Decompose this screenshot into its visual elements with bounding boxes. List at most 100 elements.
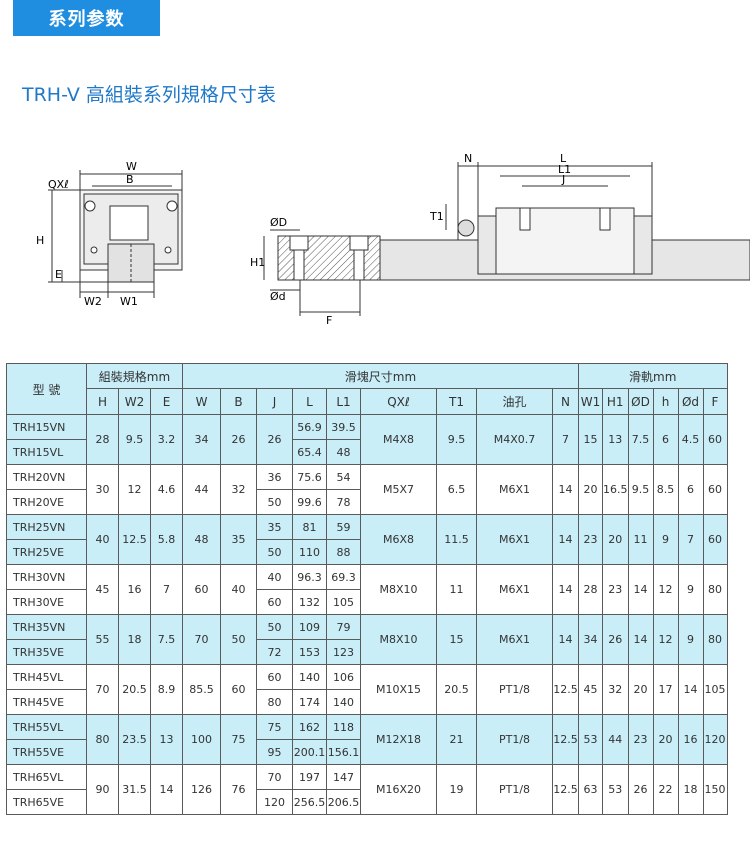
table-cell: 8.9 — [150, 664, 183, 715]
table-cell: 80 — [702, 614, 728, 665]
column-header: W1 — [578, 388, 603, 415]
table-cell: M6X1 — [476, 564, 553, 615]
table-cell: 78 — [326, 489, 361, 515]
dim-f-label: F — [326, 314, 332, 327]
table-cell: 53 — [602, 764, 629, 815]
table-cell: 14 — [552, 514, 579, 565]
table-cell: 40 — [220, 564, 257, 615]
column-header: L1 — [326, 388, 361, 415]
table-cell: 21 — [436, 714, 477, 765]
column-header: h — [652, 388, 679, 415]
model-cell: TRH35VN — [6, 614, 87, 640]
table-cell: 9 — [652, 514, 679, 565]
dim-e-label: E — [55, 268, 62, 281]
model-cell: TRH20VE — [6, 489, 87, 515]
table-cell: 60 — [256, 589, 293, 615]
table-cell: 69.3 — [326, 564, 361, 590]
table-cell: 26 — [220, 414, 257, 465]
table-cell: M6X1 — [476, 614, 553, 665]
table-cell: 72 — [256, 639, 293, 665]
table-cell: 79 — [326, 614, 361, 640]
header-block-group: 滑塊尺寸mm — [182, 363, 579, 389]
table-cell: 11 — [436, 564, 477, 615]
table-cell: 60 — [256, 664, 293, 690]
table-cell: 18 — [677, 764, 704, 815]
dim-h-label: H — [36, 234, 44, 247]
header-model: 型 號 — [6, 363, 87, 415]
table-cell: PT1/8 — [476, 764, 553, 815]
table-cell: 7.5 — [627, 414, 654, 465]
table-cell: 80 — [86, 714, 119, 765]
table-cell: 14 — [677, 664, 704, 715]
table-cell: 31.5 — [118, 764, 151, 815]
table-cell: 56.9 — [292, 414, 327, 440]
table-cell: 26 — [627, 764, 654, 815]
table-cell: 14 — [627, 564, 654, 615]
table-cell: M6X1 — [476, 464, 553, 515]
table-cell: 120 — [256, 789, 293, 815]
table-cell: 45 — [86, 564, 119, 615]
dim-l-label: L — [560, 152, 567, 165]
table-cell: 6 — [652, 414, 679, 465]
table-cell: 14 — [150, 764, 183, 815]
dim-b-label: B — [126, 173, 134, 186]
table-cell: 20.5 — [436, 664, 477, 715]
column-header: N — [552, 388, 579, 415]
dim-h1-label: H1 — [250, 256, 265, 269]
table-cell: 40 — [86, 514, 119, 565]
table-cell: 18 — [118, 614, 151, 665]
table-cell: 123 — [326, 639, 361, 665]
table-cell: M4X0.7 — [476, 414, 553, 465]
table-cell: 60 — [702, 414, 728, 465]
model-cell: TRH55VL — [6, 714, 87, 740]
table-cell: 53 — [578, 714, 603, 765]
dim-t1-label: T1 — [429, 210, 444, 223]
table-cell: M8X10 — [360, 614, 437, 665]
table-cell: 9.5 — [436, 414, 477, 465]
column-header: F — [702, 388, 728, 415]
table-cell: 206.5 — [326, 789, 361, 815]
table-cell: 5.8 — [150, 514, 183, 565]
table-cell: 14 — [552, 464, 579, 515]
table-cell: 54 — [326, 464, 361, 490]
table-cell: M8X10 — [360, 564, 437, 615]
table-cell: 8.5 — [652, 464, 679, 515]
table-cell: 60 — [702, 464, 728, 515]
model-cell: TRH35VE — [6, 639, 87, 665]
table-cell: PT1/8 — [476, 664, 553, 715]
table-cell: 50 — [256, 489, 293, 515]
table-cell: 12.5 — [552, 664, 579, 715]
table-cell: 65.4 — [292, 439, 327, 465]
table-cell: 200.1 — [292, 739, 327, 765]
table-cell: 14 — [552, 614, 579, 665]
table-cell: 16.5 — [602, 464, 629, 515]
table-cell: 13 — [150, 714, 183, 765]
table-cell: 36 — [256, 464, 293, 490]
front-view-drawing — [48, 170, 183, 298]
table-cell: 19 — [436, 764, 477, 815]
table-cell: 85.5 — [182, 664, 221, 715]
table-cell: 80 — [702, 564, 728, 615]
table-cell: 7 — [677, 514, 704, 565]
table-cell: 256.5 — [292, 789, 327, 815]
model-cell: TRH65VL — [6, 764, 87, 790]
table-cell: 12 — [118, 464, 151, 515]
table-cell: M6X8 — [360, 514, 437, 565]
table-cell: 28 — [578, 564, 603, 615]
table-cell: 81 — [292, 514, 327, 540]
table-cell: 23 — [578, 514, 603, 565]
dim-w-label: W — [126, 160, 137, 173]
model-cell: TRH65VE — [6, 789, 87, 815]
table-cell: 23.5 — [118, 714, 151, 765]
table-cell: 15 — [578, 414, 603, 465]
table-cell: 48 — [326, 439, 361, 465]
column-header: 油孔 — [476, 388, 553, 415]
table-cell: 55 — [86, 614, 119, 665]
table-cell: 23 — [602, 564, 629, 615]
table-cell: 132 — [292, 589, 327, 615]
